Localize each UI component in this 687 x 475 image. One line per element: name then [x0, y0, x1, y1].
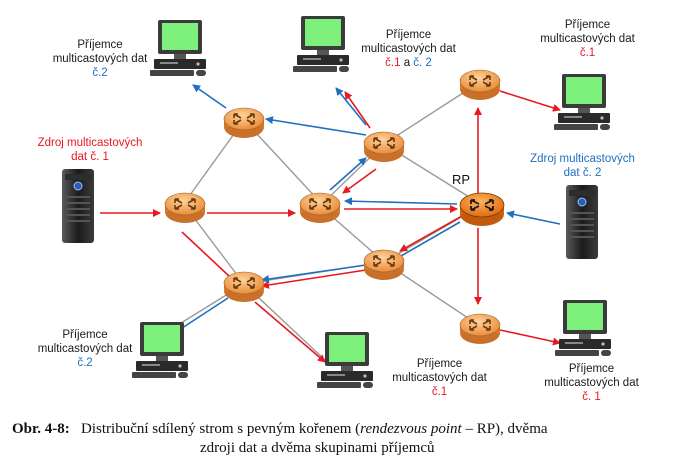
- receiver-label-line1: Příjemce: [416, 358, 463, 370]
- receiver-label-bottom-left: Příjemce multicastových dat č.2: [30, 328, 140, 370]
- source2-label-line2: dat č. 2: [563, 167, 602, 179]
- receiver-group-label: č.2: [92, 67, 108, 79]
- source1-label-line1: Zdroj multicastových: [37, 137, 143, 149]
- receiver-label-bottom-middle: Příjemce multicastových dat č.1: [382, 357, 497, 399]
- receiver-label-top-right: Příjemce multicastových dat č.1: [530, 18, 645, 60]
- rp-router-icon: [459, 192, 505, 226]
- workstation-icon: [554, 74, 610, 130]
- receiver-group-label: č.1: [579, 47, 596, 59]
- diagram-canvas: [61, 16, 611, 388]
- caption-line1: Obr. 4-8: Distribuční sdílený strom s pe…: [12, 420, 548, 439]
- router-icon: [223, 271, 265, 303]
- caption-text-end: – RP), dvěma: [461, 421, 548, 437]
- router-icon: [223, 107, 265, 139]
- workstation-icon: [293, 16, 349, 72]
- router-icon: [459, 69, 501, 101]
- receiver-label-line2: multicastových dat: [52, 53, 148, 65]
- receiver-label-line2: multicastových dat: [361, 43, 456, 55]
- rp-label: RP: [452, 172, 471, 187]
- receiver-label-line1: Příjemce: [564, 19, 611, 31]
- group2-tree: [175, 84, 561, 333]
- server-icon: [565, 184, 599, 260]
- receiver-label-line1: Příjemce: [385, 29, 432, 41]
- caption-text: Distribuční sdílený strom s pevným kořen…: [81, 421, 361, 437]
- receiver-group-label: č.1: [431, 386, 448, 398]
- workstation-icon: [150, 20, 206, 76]
- router-icon: [363, 249, 405, 281]
- source2-label: Zdroj multicastových dat č. 2: [520, 152, 645, 180]
- server-icon: [61, 168, 95, 244]
- source1-label: Zdroj multicastových dat č. 1: [30, 136, 150, 164]
- receiver-group-label: č. 1: [582, 391, 601, 403]
- router-icon: [164, 192, 206, 224]
- receiver-label-top-middle: Příjemce multicastových dat č.1 a č. 2: [351, 28, 466, 70]
- workstation-icon: [132, 322, 188, 378]
- router-icon: [459, 313, 501, 345]
- receiver-group-label: č.2: [77, 357, 93, 369]
- caption-line2: zdroji dat a dvěma skupinami příjemců: [200, 440, 435, 456]
- receiver-label-line2: multicastových dat: [37, 343, 133, 355]
- workstation-icon: [555, 300, 611, 356]
- workstation-icon: [317, 332, 373, 388]
- receiver-label-line2: multicastových dat: [540, 33, 635, 45]
- router-icon: [299, 192, 341, 224]
- receiver-label-line1: Příjemce: [568, 363, 615, 375]
- receiver-label-top-left: Příjemce multicastových dat č.2: [45, 38, 155, 80]
- receiver-label-line1: Příjemce: [77, 39, 123, 51]
- source1-label-line2: dat č. 1: [71, 151, 109, 163]
- caption-number: Obr. 4-8:: [12, 421, 70, 437]
- router-icon: [363, 131, 405, 163]
- source2-label-line1: Zdroj multicastových: [530, 153, 635, 165]
- group1-tree: [100, 90, 561, 363]
- receiver-label-line1: Příjemce: [62, 329, 108, 341]
- receiver-label-line2: multicastových dat: [392, 372, 487, 384]
- caption-italic-term: rendezvous point: [360, 421, 462, 437]
- receiver-group-label: č.1 a č. 2: [385, 57, 432, 69]
- receiver-label-line2: multicastových dat: [544, 377, 639, 389]
- receiver-label-bottom-right: Příjemce multicastových dat č. 1: [534, 362, 649, 404]
